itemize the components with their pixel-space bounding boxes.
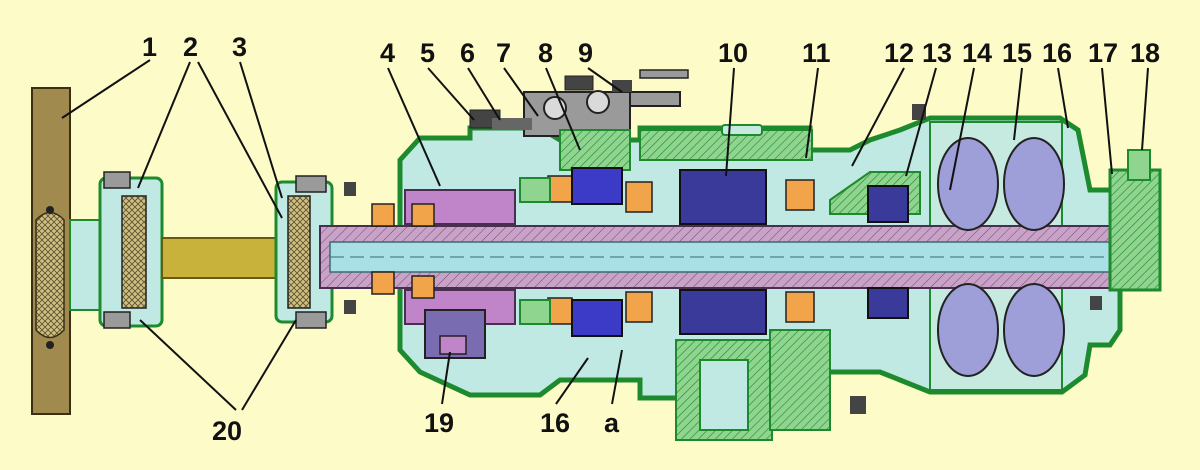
label-20: 20 — [212, 416, 242, 446]
label-4: 4 — [380, 38, 395, 68]
label-9: 9 — [578, 38, 593, 68]
label-15: 15 — [1002, 38, 1032, 68]
output-coupling-gear — [829, 171, 921, 319]
label-5: 5 — [420, 38, 435, 68]
label-1: 1 — [142, 32, 157, 62]
label-19: 19 — [424, 408, 454, 438]
label-10: 10 — [718, 38, 748, 68]
label-13: 13 — [922, 38, 952, 68]
label-7: 7 — [496, 38, 511, 68]
flywheel-plate — [31, 87, 71, 415]
label-12: 12 — [884, 38, 914, 68]
brake-drums — [937, 137, 1065, 377]
label-17: 17 — [1088, 38, 1118, 68]
label-14: 14 — [962, 38, 992, 68]
bearings — [371, 175, 815, 325]
main-shaft — [319, 225, 1141, 289]
label-2: 2 — [183, 32, 198, 62]
label-8: 8 — [538, 38, 553, 68]
end-cap — [1108, 149, 1162, 292]
left-coupling — [69, 171, 164, 329]
label-16-bottom: 16 — [540, 408, 570, 438]
label-6: 6 — [460, 38, 475, 68]
label-11: 11 — [802, 38, 831, 68]
leader-lines — [61, 59, 1149, 411]
label-3: 3 — [232, 32, 247, 62]
intermediate-shaft — [161, 237, 281, 279]
support-foot — [769, 329, 831, 431]
callout-labels: 1 2 3 4 5 6 7 8 9 10 11 12 13 14 15 16 1… — [142, 32, 1160, 446]
shift-mechanism — [469, 69, 689, 171]
central-gear — [675, 169, 773, 441]
label-a: a — [604, 408, 620, 438]
label-16: 16 — [1042, 38, 1072, 68]
label-18: 18 — [1130, 38, 1160, 68]
cover-handle — [721, 124, 763, 136]
synchronizer-blue — [519, 167, 623, 337]
